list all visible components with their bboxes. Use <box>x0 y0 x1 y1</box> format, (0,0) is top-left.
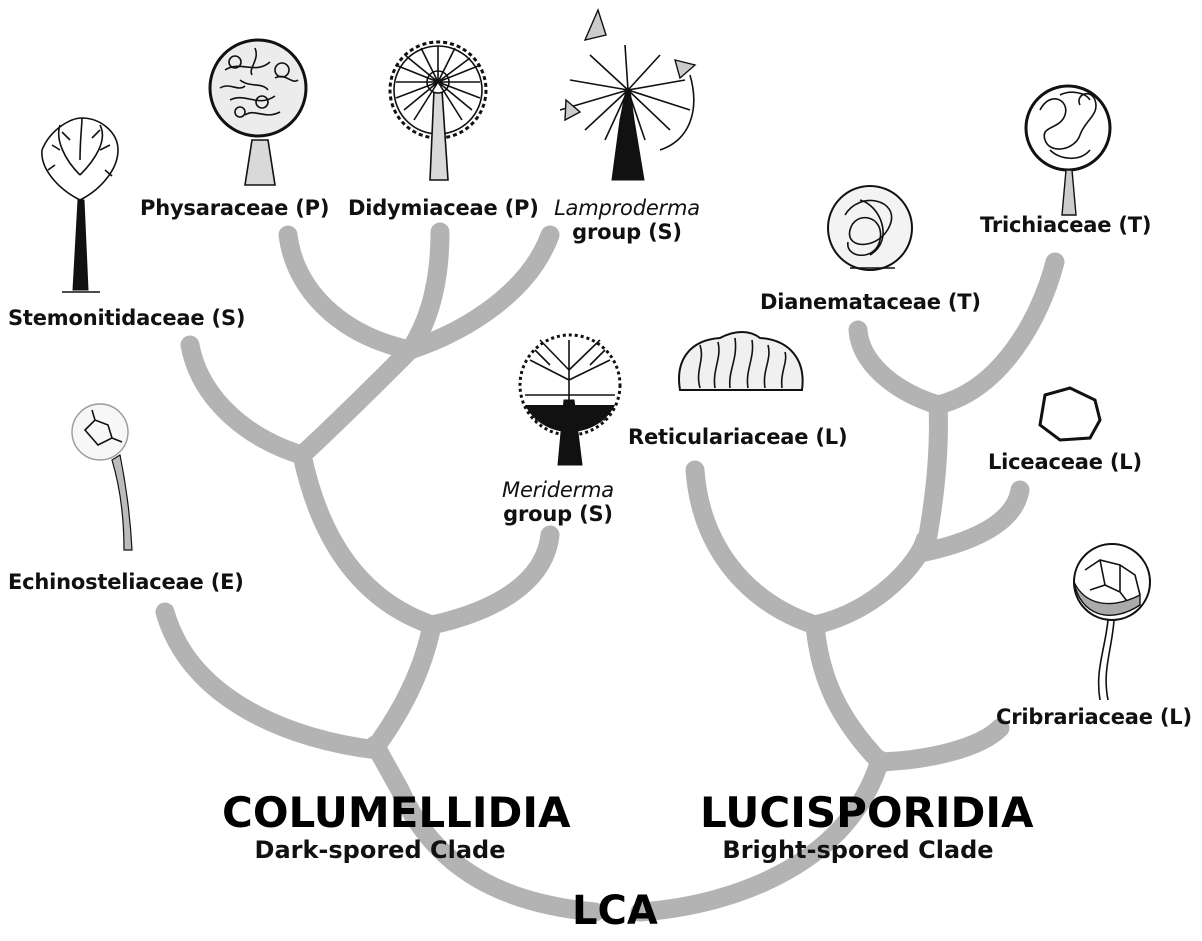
stemonitidaceae-illustration <box>42 118 118 292</box>
taxon-label-meriderma: Meriderma group (S) <box>498 478 618 526</box>
taxon-code: (L) <box>1160 705 1192 729</box>
branch-columellidia-core <box>375 625 432 748</box>
taxon-code: (P) <box>295 196 329 220</box>
clade-lucisporidia: LUCISPORIDIA Bright-spored Clade <box>700 792 1016 865</box>
taxon-group: group <box>572 220 641 244</box>
root-label-lca: LCA <box>572 888 658 934</box>
taxon-label-physaraceae: Physaraceae (P) <box>140 196 329 220</box>
taxon-name: Stemonitidaceae <box>8 306 204 330</box>
cribrariaceae-illustration <box>1074 544 1150 700</box>
branch-reticulariaceae <box>695 470 815 625</box>
taxon-name: Reticulariaceae <box>628 425 808 449</box>
branch-stemonitidaceae <box>190 345 302 455</box>
branch-phys-didy-lamp <box>302 350 410 455</box>
taxon-label-echinosteliaceae: Echinosteliaceae (E) <box>8 570 244 594</box>
branch-meriderma <box>432 535 550 625</box>
taxon-label-liceaceae: Liceaceae (L) <box>988 450 1142 474</box>
clade-columellidia: COLUMELLIDIA Dark-spored Clade <box>222 792 538 865</box>
taxon-name: Echinosteliaceae <box>8 570 204 594</box>
lamproderma-illustration <box>560 10 695 180</box>
taxon-code: (L) <box>1110 450 1142 474</box>
taxon-label-lamproderma: Lamproderma group (S) <box>552 196 702 244</box>
taxon-name: Meriderma <box>498 478 618 502</box>
branch-echinosteliaceae <box>165 612 378 750</box>
clade-name: COLUMELLIDIA <box>222 792 538 834</box>
taxon-group: group <box>503 502 572 526</box>
taxon-code: (S) <box>212 306 246 330</box>
echinosteliaceae-illustration <box>72 404 132 550</box>
taxon-code: (T) <box>1118 213 1151 237</box>
taxon-name: Didymiaceae <box>348 196 498 220</box>
branch-lucisporidia-core <box>815 625 880 762</box>
liceaceae-illustration <box>1040 388 1100 440</box>
taxon-code: (S) <box>648 220 682 244</box>
clade-subtitle: Dark-spored Clade <box>222 836 538 865</box>
branch-physaraceae <box>288 235 410 350</box>
taxon-name: Cribrariaceae <box>996 705 1153 729</box>
taxon-label-didymiaceae: Didymiaceae (P) <box>348 196 539 220</box>
dianemataceae-illustration <box>828 186 912 270</box>
taxon-name: Trichiaceae <box>980 213 1111 237</box>
taxon-label-cribrariaceae: Cribrariaceae (L) <box>996 705 1192 729</box>
taxon-label-reticulariaceae: Reticulariaceae (L) <box>628 425 847 449</box>
taxon-name: Dianemataceae <box>760 290 941 314</box>
branch-cribrariaceae <box>880 728 1000 762</box>
branch-trichiaceae <box>938 262 1055 405</box>
clade-name: LUCISPORIDIA <box>700 792 1016 834</box>
trichiaceae-illustration <box>1026 86 1110 215</box>
taxon-code: (L) <box>815 425 847 449</box>
branch-trich-core <box>815 540 925 625</box>
taxon-code: (E) <box>211 570 244 594</box>
reticulariaceae-illustration <box>679 332 803 390</box>
taxon-label-stemonitidaceae: Stemonitidaceae (S) <box>8 306 245 330</box>
taxon-label-trichiaceae: Trichiaceae (T) <box>980 213 1151 237</box>
taxon-name: Lamproderma <box>552 196 702 220</box>
taxon-name: Physaraceae <box>140 196 288 220</box>
taxon-code: (P) <box>505 196 539 220</box>
branch-dianemataceae <box>858 330 938 405</box>
clade-subtitle: Bright-spored Clade <box>700 836 1016 865</box>
meriderma-illustration <box>520 335 620 465</box>
taxon-label-dianemataceae: Dianemataceae (T) <box>760 290 981 314</box>
physaraceae-illustration <box>210 40 306 185</box>
didymiaceae-illustration <box>390 42 486 180</box>
taxon-code: (T) <box>948 290 981 314</box>
branch-trich-dian-stem <box>925 405 938 552</box>
branch-stem-left-inner <box>302 455 432 625</box>
taxon-name: Liceaceae <box>988 450 1103 474</box>
taxon-code: (S) <box>579 502 613 526</box>
